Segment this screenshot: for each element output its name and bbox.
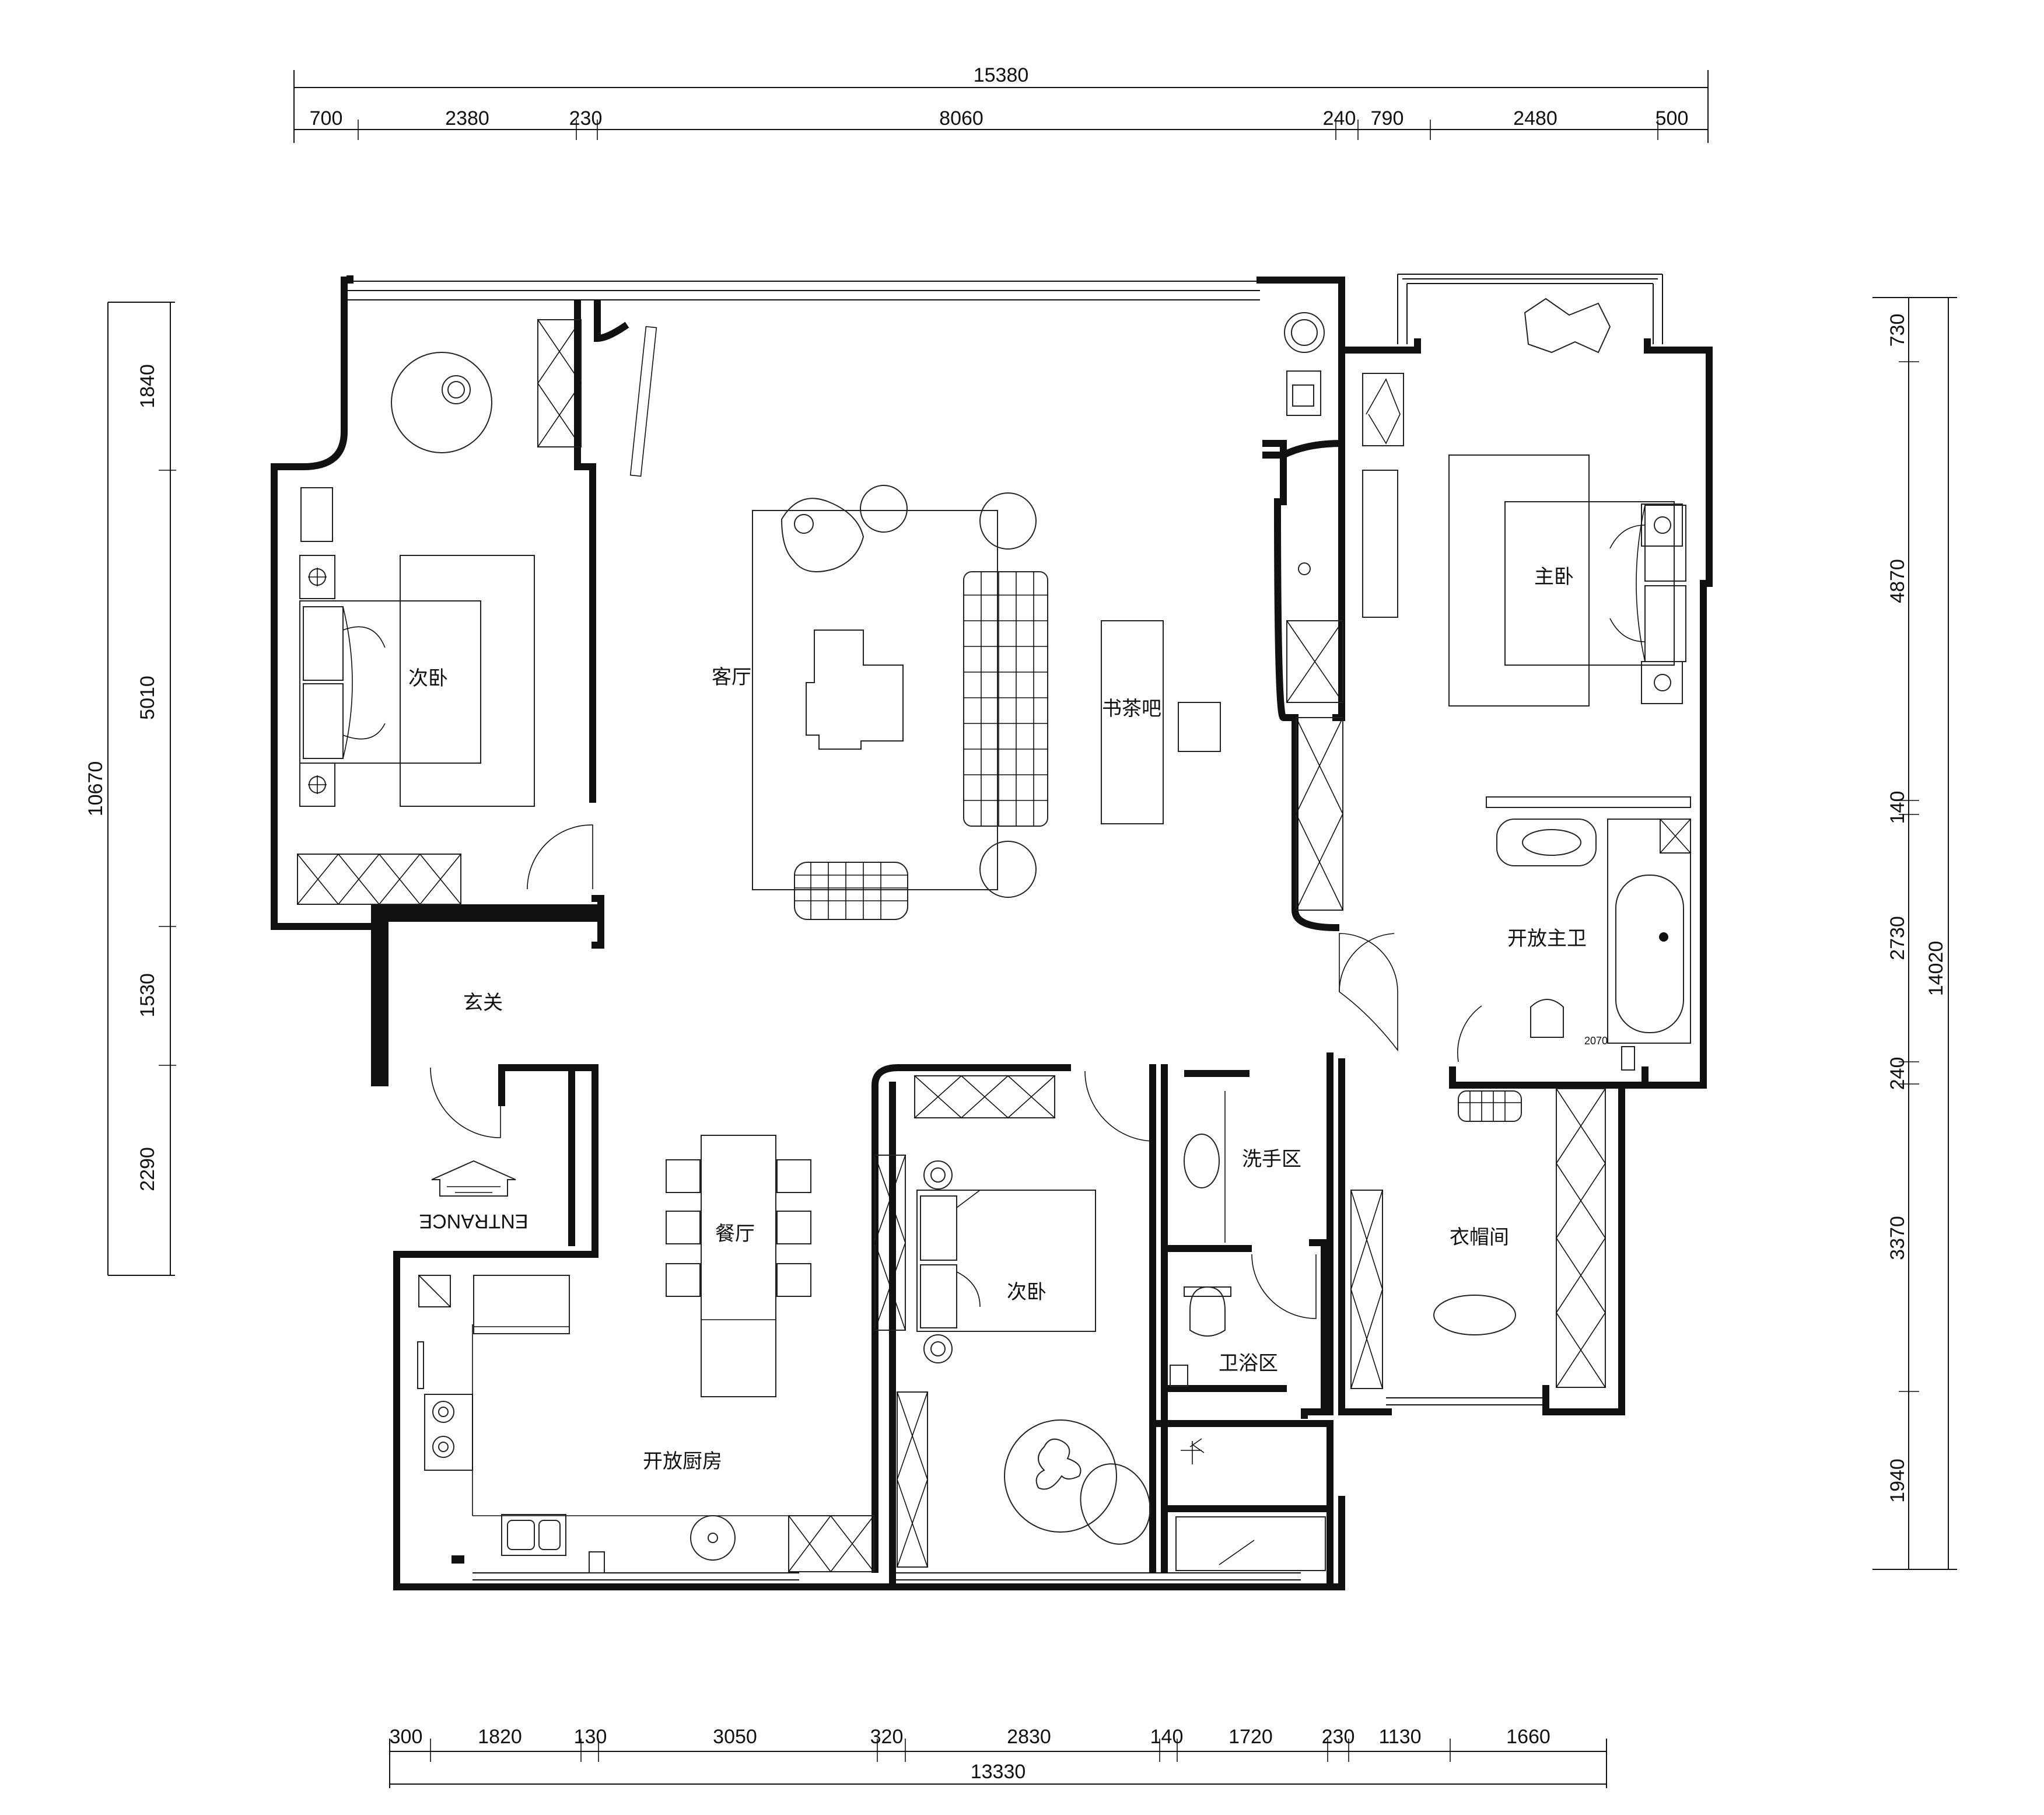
top-dimension-3: 230 (569, 107, 603, 130)
bottom-dimension-3: 130 (574, 1726, 607, 1748)
bottom-dimension-9: 230 (1322, 1726, 1355, 1748)
left-total-dimension: 10670 (85, 761, 107, 817)
bottom-dimension-7: 140 (1150, 1726, 1184, 1748)
entrance-label: ENTRANCE (419, 1210, 528, 1232)
room-label-foyer: 玄关 (463, 991, 503, 1015)
entrance-arrow-icon (431, 1160, 516, 1197)
left-dimension-1: 1840 (136, 364, 159, 408)
tub-dimension-label: 2070 (1584, 1035, 1608, 1047)
bottom-dimension-6: 2830 (1007, 1726, 1051, 1748)
bedroom-nw-furniture (297, 319, 582, 905)
entrance-symbol: ENTRANCE (419, 1160, 528, 1232)
left-dimension-3: 1530 (136, 973, 159, 1017)
right-total-dimension: 14020 (1925, 941, 1947, 996)
bottom-dimension-5: 320 (870, 1726, 904, 1748)
top-total-dimension: 15380 (974, 64, 1029, 86)
room-label-wash-area: 洗手区 (1242, 1148, 1301, 1171)
right-dimension-3: 140 (1887, 791, 1909, 824)
bottom-dimension-11: 1660 (1506, 1726, 1550, 1748)
left-dimension-4: 2290 (136, 1147, 159, 1191)
top-dimension-2: 2380 (445, 107, 489, 130)
top-dimension-4: 8060 (939, 107, 984, 130)
master-bedroom-furniture: 2070 (1286, 298, 1691, 1389)
top-dimensions: 15380 700 2380 230 8060 240 790 2480 500 (293, 64, 1709, 143)
bottom-dimension-10: 1130 (1378, 1726, 1421, 1748)
top-dimension-1: 700 (310, 107, 343, 130)
right-dimension-4: 2730 (1887, 916, 1909, 960)
room-label-living-room: 客厅 (712, 666, 751, 689)
right-dimension-2: 4870 (1887, 559, 1909, 603)
room-label-cloakroom: 衣帽间 (1450, 1226, 1509, 1249)
bottom-dimension-1: 300 (390, 1726, 423, 1748)
room-label-master-bath: 开放主卫 (1507, 927, 1587, 950)
right-dimension-1: 730 (1887, 314, 1909, 347)
room-labels: 次卧 客厅 书茶吧 主卧 开放主卫 玄关 餐厅 次卧 洗手区 卫浴区 衣帽间 开… (408, 565, 1587, 1473)
room-label-tea-bar: 书茶吧 (1102, 697, 1161, 721)
left-dimension-2: 5010 (136, 676, 159, 720)
doors (430, 824, 1482, 1319)
room-label-master-bedroom: 主卧 (1534, 565, 1574, 589)
room-label-bedroom-nw: 次卧 (408, 667, 448, 690)
room-label-dining: 餐厅 (715, 1222, 755, 1246)
bottom-dimensions: 300 1820 130 3050 320 2830 140 1720 230 … (389, 1726, 1607, 1788)
right-dimension-6: 3370 (1887, 1216, 1909, 1260)
bottom-total-dimension: 13330 (971, 1761, 1026, 1783)
living-room-furniture (629, 312, 1325, 920)
bottom-dimension-2: 1820 (478, 1726, 522, 1748)
foyer-wall-solid (371, 904, 388, 1086)
room-label-bath-area: 卫浴区 (1219, 1352, 1278, 1375)
room-label-bedroom-s: 次卧 (1007, 1281, 1046, 1304)
top-dimension-7: 2480 (1513, 107, 1558, 130)
top-dimension-8: 500 (1656, 107, 1689, 130)
left-dimensions: 10670 1840 5010 1530 2290 (85, 302, 176, 1276)
top-dimension-5: 240 (1323, 107, 1356, 130)
top-dimension-6: 790 (1371, 107, 1404, 130)
bottom-dimension-4: 3050 (713, 1726, 757, 1748)
bedroom-s-furniture (874, 1075, 1326, 1571)
right-dimension-7: 1940 (1887, 1459, 1909, 1503)
bottom-dimension-8: 1720 (1228, 1726, 1273, 1748)
room-label-kitchen: 开放厨房 (643, 1450, 722, 1473)
right-dimensions: 730 4870 140 2730 240 3370 1940 14020 (1873, 297, 1957, 1570)
exterior-walls (271, 274, 1713, 1590)
dining-kitchen-furniture (417, 1135, 875, 1573)
right-dimension-5: 240 (1887, 1057, 1909, 1090)
